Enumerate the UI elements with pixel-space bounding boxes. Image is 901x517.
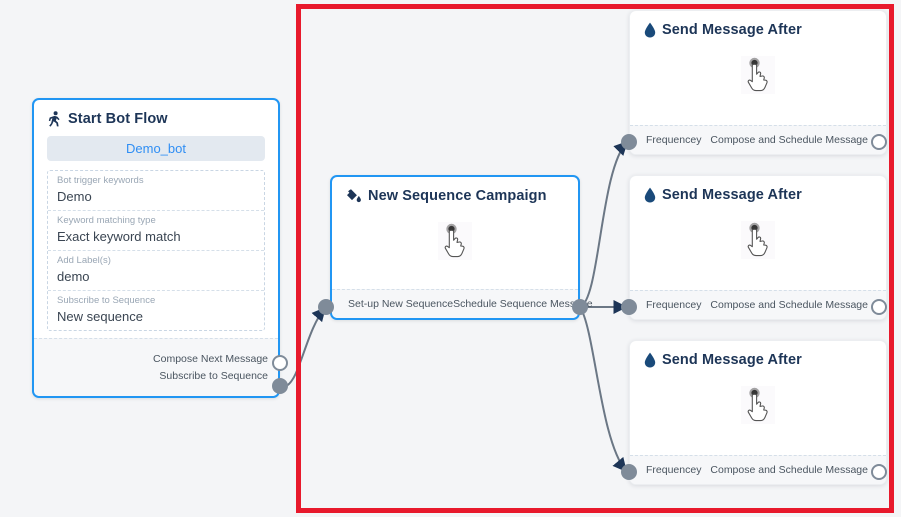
hand-pointer-icon	[741, 221, 775, 259]
port-label-compose-and-schedule-message[interactable]: Compose and Schedule Message	[710, 134, 868, 146]
node-footer-start-bot-flow: Compose Next Message Subscribe to Sequen…	[34, 338, 278, 396]
hand-pointer-icon	[741, 56, 775, 94]
port-compose-next-message[interactable]	[272, 355, 288, 371]
field-label: Bot trigger keywords	[57, 175, 144, 186]
node-title-send-message-after-2: Send Message After	[630, 176, 886, 209]
port-set-up-new-sequence[interactable]	[318, 299, 334, 315]
field-label: Subscribe to Sequence	[57, 295, 156, 306]
node-body-send-message-after-1	[630, 44, 886, 106]
port-compose-and-schedule-message-1[interactable]	[871, 134, 887, 150]
node-new-sequence-campaign[interactable]: New Sequence Campaign Set-up New Sequenc…	[330, 175, 593, 320]
node-body-send-message-after-3	[630, 374, 886, 436]
node-send-message-after-3[interactable]: Send Message After Frequencey Compose an…	[629, 340, 887, 485]
node-footer-send-message-after-3: Frequencey Compose and Schedule Message	[630, 455, 886, 484]
node-title-text: Start Bot Flow	[68, 111, 168, 127]
port-label-compose-and-schedule-message[interactable]: Compose and Schedule Message	[710, 464, 868, 476]
field-bot-trigger-keywords[interactable]: Bot trigger keywords Demo	[48, 171, 264, 211]
port-label-frequencey[interactable]: Frequencey	[646, 134, 702, 146]
port-frequencey-3[interactable]	[621, 464, 637, 480]
node-title-start-bot-flow: Start Bot Flow	[34, 100, 278, 133]
connector-sequence-to-card-1	[579, 140, 628, 308]
field-value: Demo	[57, 189, 92, 204]
hand-pointer-icon	[438, 222, 472, 260]
node-send-message-after-1[interactable]: Send Message After Frequencey Compose an…	[629, 10, 887, 155]
port-frequencey-1[interactable]	[621, 134, 637, 150]
port-label-frequencey[interactable]: Frequencey	[646, 464, 702, 476]
running-person-icon	[48, 111, 62, 127]
port-label-subscribe-to-sequence[interactable]: Subscribe to Sequence	[159, 369, 268, 382]
node-title-text: Send Message After	[662, 352, 802, 368]
port-label-set-up-new-sequence[interactable]: Set-up New Sequence	[348, 298, 454, 310]
node-title-new-sequence-campaign: New Sequence Campaign	[332, 177, 578, 210]
node-title-text: New Sequence Campaign	[368, 188, 547, 204]
port-compose-and-schedule-message-2[interactable]	[871, 299, 887, 315]
node-start-bot-flow[interactable]: Start Bot Flow Demo_bot Bot trigger keyw…	[32, 98, 280, 398]
bot-config-field-group: Bot trigger keywords Demo Keyword matchi…	[47, 170, 265, 331]
field-value: New sequence	[57, 309, 143, 324]
field-value: demo	[57, 269, 90, 284]
water-droplet-icon	[644, 22, 656, 38]
field-add-labels[interactable]: Add Label(s) demo	[48, 251, 264, 291]
field-value: Exact keyword match	[57, 229, 181, 244]
node-body-send-message-after-2	[630, 209, 886, 271]
port-label-frequencey[interactable]: Frequencey	[646, 299, 702, 311]
field-keyword-matching-type[interactable]: Keyword matching type Exact keyword matc…	[48, 211, 264, 251]
node-footer-new-sequence-campaign: Set-up New Sequence Schedule Sequence Me…	[332, 289, 593, 318]
port-compose-and-schedule-message-3[interactable]	[871, 464, 887, 480]
port-label-compose-next-message[interactable]: Compose Next Message	[153, 352, 268, 365]
field-label: Add Label(s)	[57, 255, 111, 266]
node-send-message-after-2[interactable]: Send Message After Frequencey Compose an…	[629, 175, 887, 320]
port-schedule-sequence-message[interactable]	[572, 299, 588, 315]
field-label: Keyword matching type	[57, 215, 156, 226]
hand-pointer-icon	[741, 386, 775, 424]
node-title-send-message-after-3: Send Message After	[630, 341, 886, 374]
water-droplet-icon	[644, 352, 656, 368]
connector-subscribe-to-sequence	[285, 306, 326, 387]
water-droplet-icon	[644, 187, 656, 203]
node-title-text: Send Message After	[662, 22, 802, 38]
field-subscribe-to-sequence[interactable]: Subscribe to Sequence New sequence	[48, 291, 264, 330]
port-frequencey-2[interactable]	[621, 299, 637, 315]
node-body-new-sequence-campaign	[332, 210, 578, 272]
bot-selector-pill[interactable]: Demo_bot	[47, 136, 265, 161]
port-label-compose-and-schedule-message[interactable]: Compose and Schedule Message	[710, 299, 868, 311]
port-label-schedule-sequence-message[interactable]: Schedule Sequence Message	[453, 298, 593, 310]
connector-sequence-to-card-3	[579, 306, 627, 473]
node-footer-send-message-after-2: Frequencey Compose and Schedule Message	[630, 290, 886, 319]
paint-pour-icon	[346, 188, 362, 204]
port-subscribe-to-sequence[interactable]	[272, 378, 288, 394]
node-title-text: Send Message After	[662, 187, 802, 203]
node-footer-send-message-after-1: Frequencey Compose and Schedule Message	[630, 125, 886, 154]
node-title-send-message-after-1: Send Message After	[630, 11, 886, 44]
